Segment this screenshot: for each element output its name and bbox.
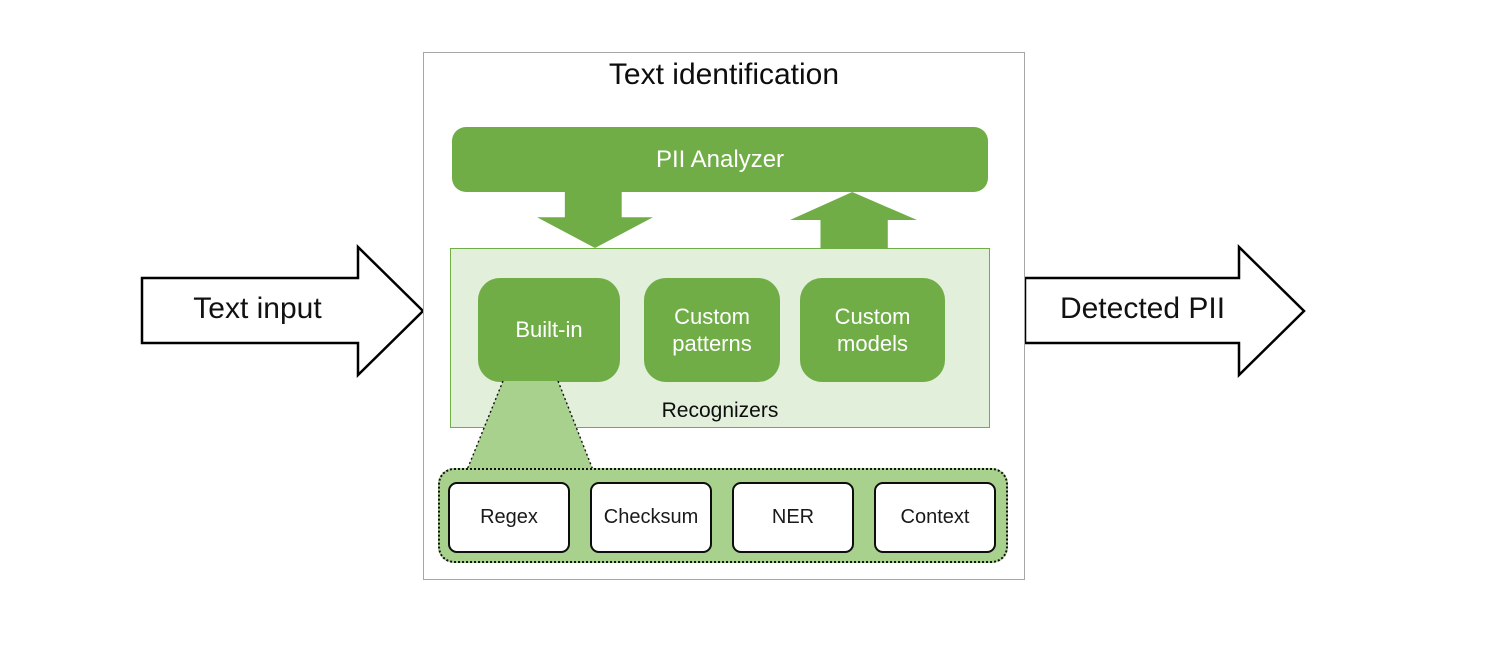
text-input-arrow-icon bbox=[140, 244, 425, 378]
recognizer-box-built-in: Built-in bbox=[478, 278, 620, 382]
regex-label: Regex bbox=[480, 506, 538, 528]
built-in-funnel-connector bbox=[466, 381, 594, 470]
diagram-title: Text identification bbox=[608, 58, 840, 91]
detail-box-checksum: Checksum bbox=[590, 482, 712, 553]
checksum-label: Checksum bbox=[603, 506, 699, 528]
detail-box-context: Context bbox=[874, 482, 996, 553]
recognizers-label: Recognizers bbox=[661, 399, 779, 422]
custom-models-label: Custom models bbox=[834, 303, 911, 357]
text-input-label: Text input bbox=[193, 292, 322, 325]
detected-pii-arrow-icon bbox=[1023, 244, 1306, 378]
ner-label: NER bbox=[771, 506, 815, 528]
detail-box-ner: NER bbox=[732, 482, 854, 553]
detected-pii-label: Detected PII bbox=[1059, 292, 1226, 325]
detail-box-regex: Regex bbox=[448, 482, 570, 553]
custom-patterns-label: Custom patterns bbox=[672, 303, 752, 357]
built-in-detail-group: Regex Checksum NER Context bbox=[438, 468, 1008, 563]
context-label: Context bbox=[900, 506, 970, 528]
pii-analyzer-box: PII Analyzer bbox=[452, 127, 988, 192]
built-in-label: Built-in bbox=[515, 317, 583, 343]
pii-analyzer-label: PII Analyzer bbox=[655, 145, 785, 173]
recognizer-box-custom-patterns: Custom patterns bbox=[644, 278, 780, 382]
recognizer-box-custom-models: Custom models bbox=[800, 278, 945, 382]
